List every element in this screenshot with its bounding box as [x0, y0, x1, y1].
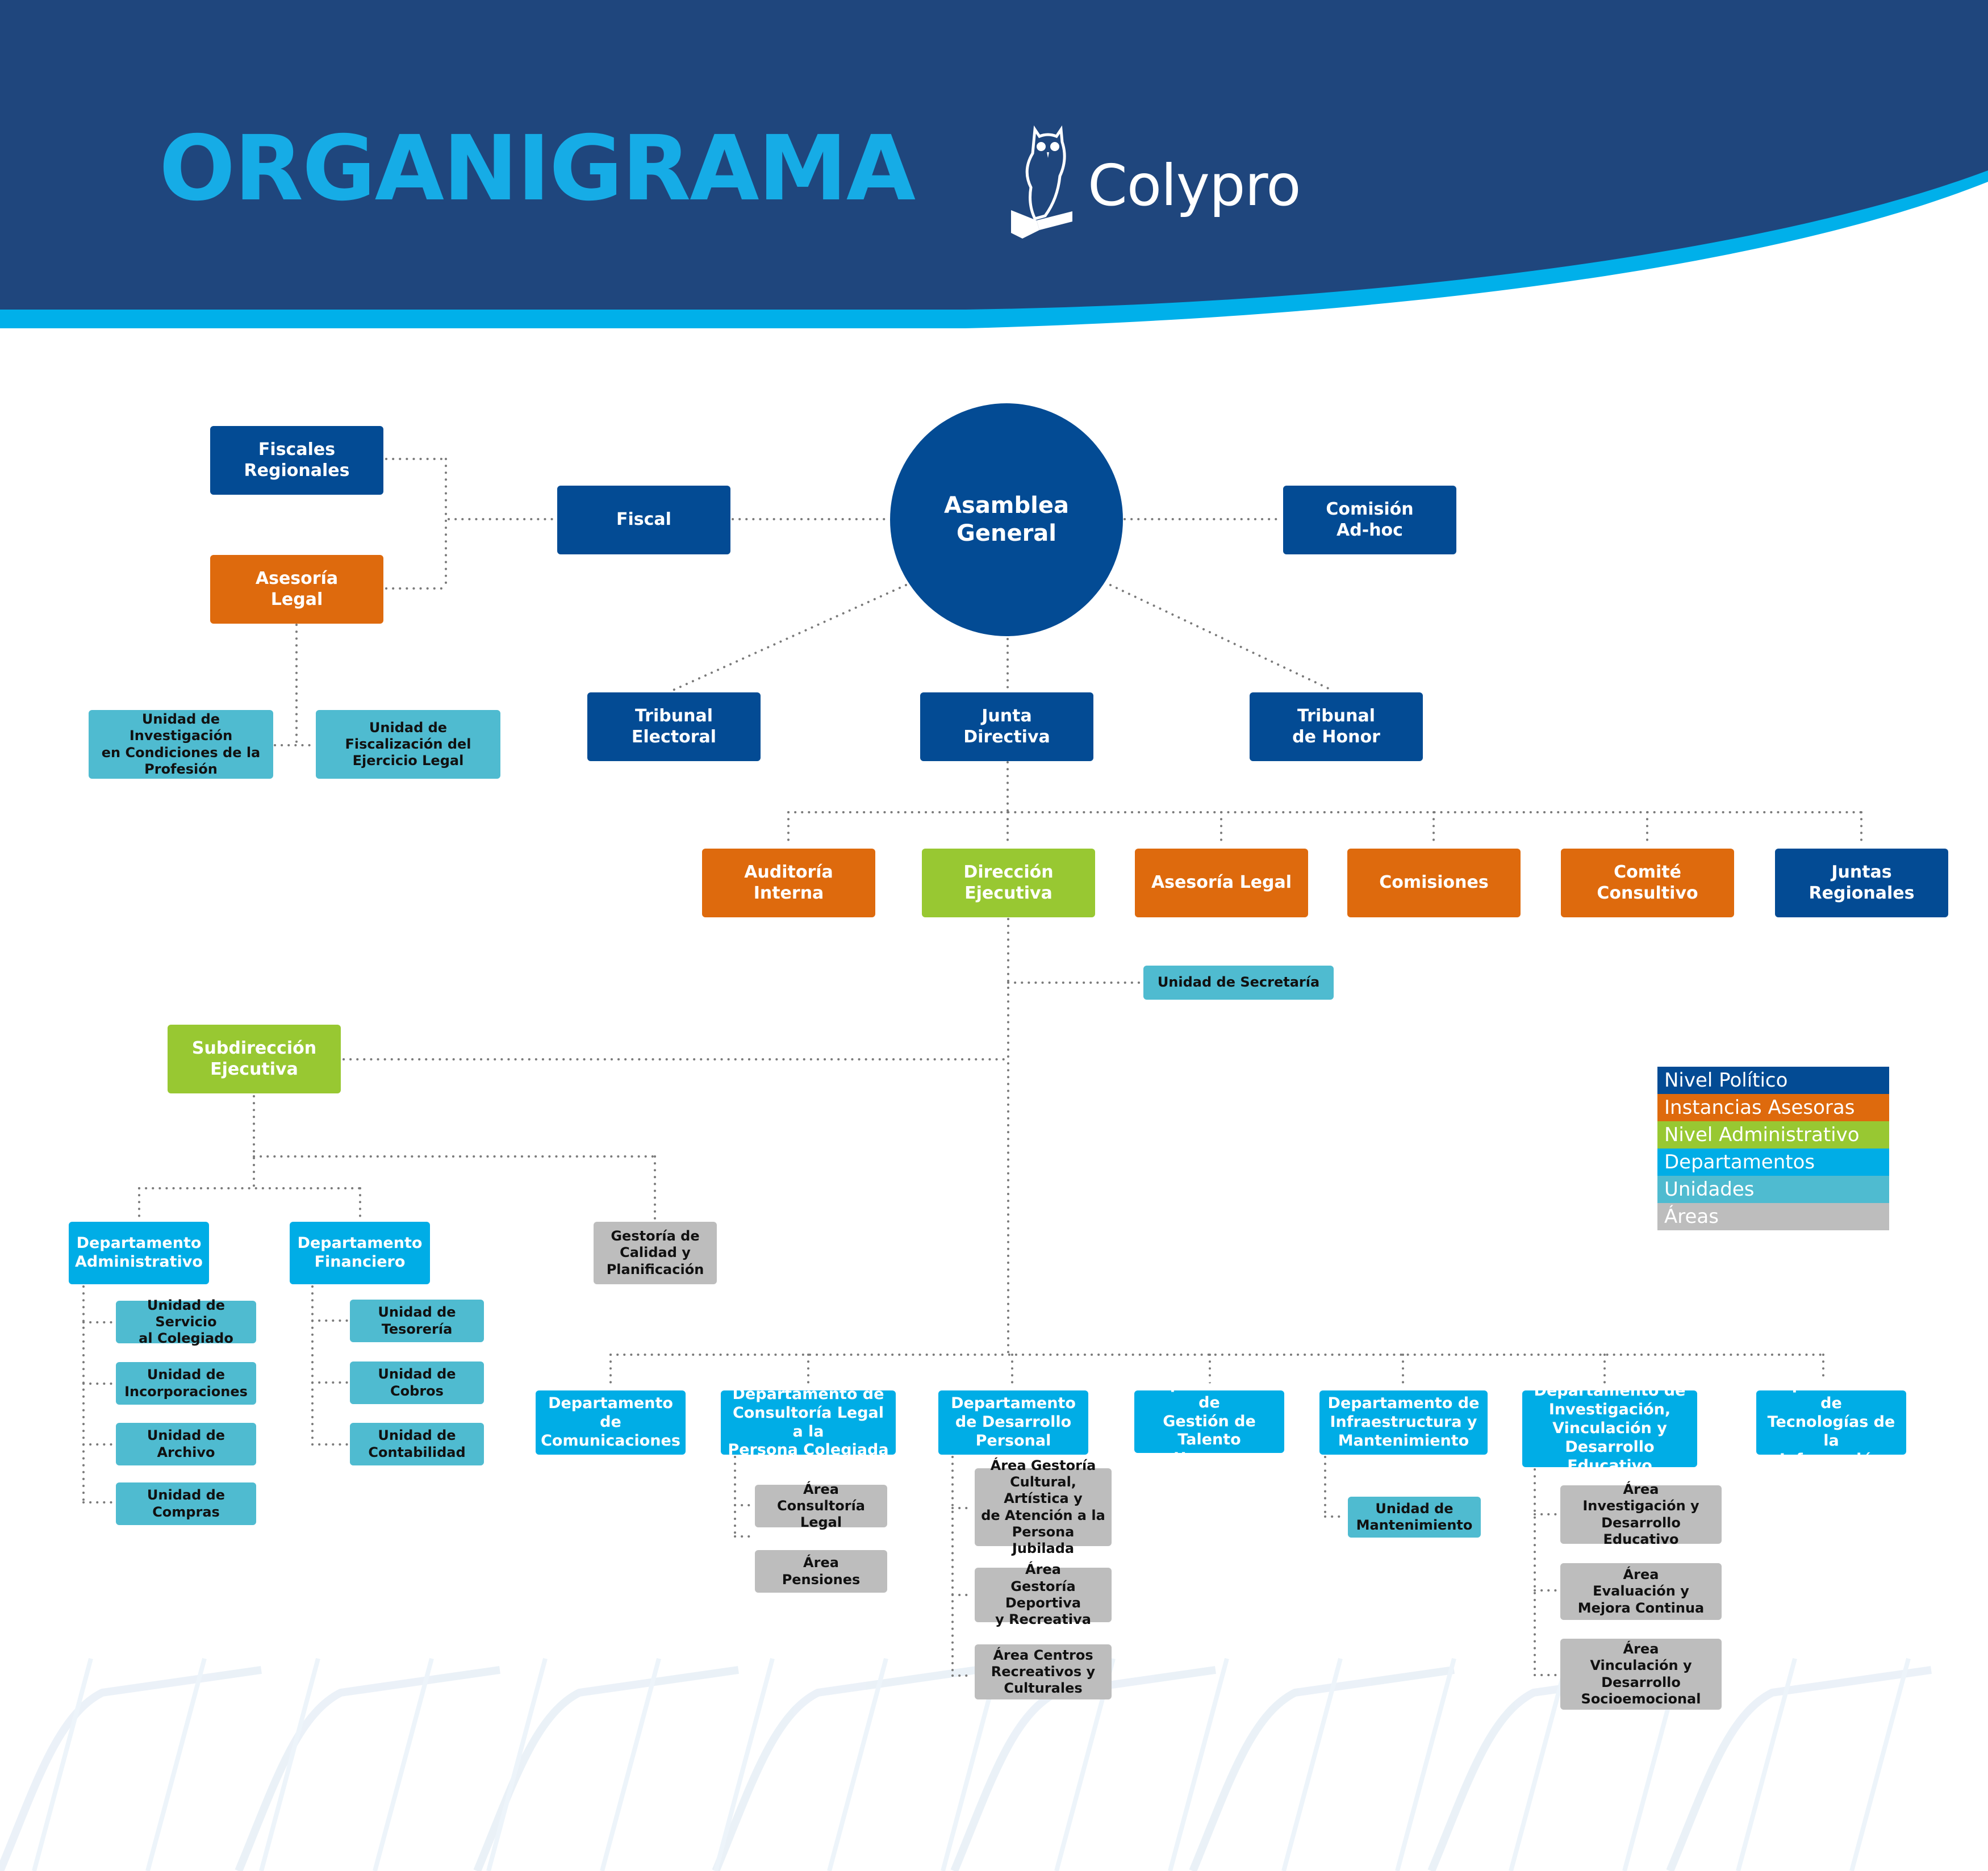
node-tribunal-honor[interactable]: Tribunal de Honor [1250, 692, 1423, 761]
node-direccion-ejecutiva[interactable]: Dirección Ejecutiva [922, 849, 1095, 917]
owl-on-book-icon [1011, 125, 1072, 239]
node-unidad-fiscalizacion[interactable]: Unidad de Fiscalización del Ejercicio Le… [316, 710, 500, 779]
logo-text: Colypro [1088, 152, 1301, 219]
node-comite-consultivo[interactable]: Comité Consultivo [1561, 849, 1734, 917]
node-unidad-secretaria[interactable]: Unidad de Secretaría [1143, 966, 1334, 1000]
node-tribunal-electoral[interactable]: Tribunal Electoral [587, 692, 761, 761]
node-depto-infraestructura[interactable]: Departamento de Infraestructura y Manten… [1319, 1390, 1488, 1455]
node-depto-talento-humano[interactable]: Departamento de Gestión de Talento Human… [1134, 1375, 1284, 1467]
node-asesoria-legal-fiscal[interactable]: Asesoría Legal [210, 555, 383, 624]
legend-item-nivel-politico: Nivel Político [1657, 1067, 1889, 1094]
connector-line [1109, 584, 1333, 691]
connector-line [672, 584, 907, 691]
node-auditoria-interna[interactable]: Auditoría Interna [702, 849, 875, 917]
node-unidad-contabilidad[interactable]: Unidad de Contabilidad [350, 1423, 484, 1465]
node-unidad-investigacion-profesion[interactable]: Unidad de Investigación en Condiciones d… [89, 710, 273, 779]
node-asamblea-general[interactable]: Asamblea General [890, 403, 1123, 636]
node-gestoria-calidad[interactable]: Gestoría de Calidad y Planificación [594, 1222, 717, 1284]
decorative-background-pattern [0, 1657, 1932, 1871]
header-banner: ORGANIGRAMA Colypro [0, 0, 1988, 352]
color-legend: Nivel Político Instancias Asesoras Nivel… [1657, 1067, 1889, 1230]
legend-item-departamentos: Departamentos [1657, 1149, 1889, 1176]
legend-item-areas: Áreas [1657, 1203, 1889, 1230]
node-unidad-mantenimiento[interactable]: Unidad de Mantenimiento [1348, 1497, 1481, 1538]
node-area-investigacion-educativo[interactable]: Área Investigación y Desarrollo Educativ… [1560, 1481, 1722, 1547]
node-area-vinculacion[interactable]: Área Vinculación y Desarrollo Socioemoci… [1560, 1639, 1722, 1710]
node-unidad-cobros[interactable]: Unidad de Cobros [350, 1362, 484, 1404]
node-area-evaluacion[interactable]: Área Evaluación y Mejora Continua [1560, 1563, 1722, 1620]
header-background [0, 0, 1988, 328]
node-fiscal[interactable]: Fiscal [557, 486, 730, 554]
legend-item-nivel-administrativo: Nivel Administrativo [1657, 1121, 1889, 1149]
legend-item-instancias-asesoras: Instancias Asesoras [1657, 1094, 1889, 1121]
node-depto-consultoria-legal[interactable]: Departamento de Consultoría Legal a la P… [721, 1385, 896, 1459]
node-depto-comunicaciones[interactable]: Departamento de Comunicaciones [536, 1390, 686, 1455]
node-depto-financiero[interactable]: Departamento Financiero [290, 1222, 430, 1284]
node-unidad-archivo[interactable]: Unidad de Archivo [116, 1423, 256, 1465]
node-unidad-compras[interactable]: Unidad de Compras [116, 1482, 256, 1525]
node-area-pensiones[interactable]: Área Pensiones [755, 1550, 887, 1593]
node-depto-tecnologias[interactable]: Departamento de Tecnologías de la Inform… [1756, 1376, 1906, 1468]
node-area-centros-recreativos[interactable]: Área Centros Recreativos y Culturales [975, 1644, 1112, 1699]
node-fiscales-regionales[interactable]: Fiscales Regionales [210, 426, 383, 495]
node-subdireccion-ejecutiva[interactable]: Subdirección Ejecutiva [168, 1025, 341, 1093]
node-comisiones[interactable]: Comisiones [1347, 849, 1521, 917]
node-unidad-tesoreria[interactable]: Unidad de Tesorería [350, 1300, 484, 1342]
node-asesoria-legal[interactable]: Asesoría Legal [1135, 849, 1308, 917]
node-depto-desarrollo-personal[interactable]: Departamento de Desarrollo Personal [938, 1390, 1088, 1455]
node-area-consultoria-legal[interactable]: Área Consultoría Legal [755, 1481, 887, 1530]
node-juntas-regionales[interactable]: Juntas Regionales [1775, 849, 1948, 917]
page-title: ORGANIGRAMA [159, 116, 916, 221]
legend-item-unidades: Unidades [1657, 1176, 1889, 1203]
node-comision-adhoc[interactable]: Comisión Ad-hoc [1283, 486, 1456, 554]
node-junta-directiva[interactable]: Junta Directiva [920, 692, 1093, 761]
colypro-logo: Colypro [1005, 125, 1323, 239]
node-depto-investigacion[interactable]: Departamento de Investigación, Vinculaci… [1522, 1382, 1697, 1475]
node-area-gestoria-deportiva[interactable]: Área Gestoría Deportiva y Recreativa [975, 1561, 1112, 1627]
node-area-gestoria-cultural[interactable]: Área Gestoría Cultural, Artística y de A… [975, 1457, 1112, 1556]
node-unidad-servicio-colegiado[interactable]: Unidad de Servicio al Colegiado [116, 1297, 256, 1346]
node-depto-administrativo[interactable]: Departamento Administrativo [69, 1222, 209, 1284]
node-unidad-incorporaciones[interactable]: Unidad de Incorporaciones [116, 1362, 256, 1405]
